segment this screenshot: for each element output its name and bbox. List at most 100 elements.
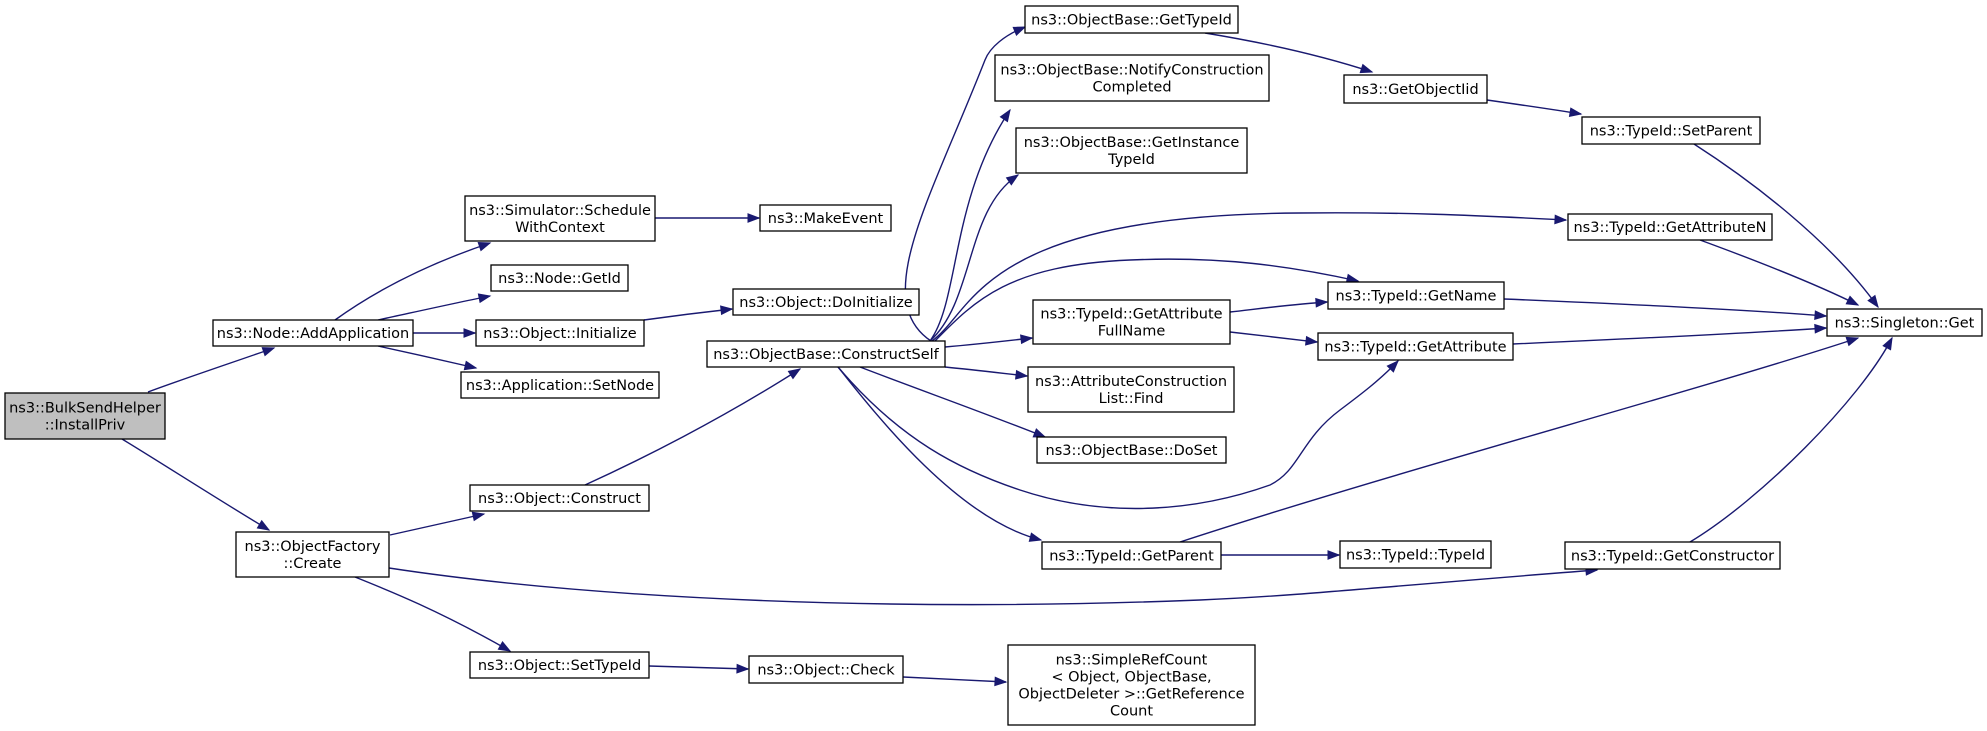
edge-constructSelf-to-getAttr xyxy=(837,359,1399,510)
arrow-head-icon xyxy=(497,641,512,652)
call-graph-nodes: ns3::BulkSendHelper::InstallPriv ns3::Nod… xyxy=(4,5,1983,726)
node-label-line: ns3::Object::DoInitialize xyxy=(739,295,913,311)
node-box xyxy=(464,195,656,242)
graph-node-getParent[interactable]: ns3::TypeId::GetParent xyxy=(1041,541,1222,570)
edge-schedCtx-to-makeEvent xyxy=(655,213,761,223)
graph-node-doInit[interactable]: ns3::Object::DoInitialize xyxy=(732,288,920,316)
node-box xyxy=(212,319,414,347)
arrow-head-icon xyxy=(720,305,734,316)
node-label-line: ns3::Simulator::Schedule xyxy=(469,203,651,219)
arrow-head-icon xyxy=(1020,334,1034,345)
node-label-line: ns3::ObjectBase::GetTypeId xyxy=(1031,12,1232,28)
node-label-line: Completed xyxy=(1092,79,1171,95)
node-box xyxy=(994,54,1270,102)
graph-node-getObjIid[interactable]: ns3::GetObjectIid xyxy=(1343,74,1488,104)
node-label-line: ns3::Singleton::Get xyxy=(1835,315,1975,331)
edge-objConstruct-to-constructSelf xyxy=(584,368,802,486)
arrow-head-icon xyxy=(1305,335,1319,346)
arrow-head-icon xyxy=(1012,26,1027,36)
node-label-line: ns3::ObjectBase::ConstructSelf xyxy=(713,347,939,363)
graph-node-objCheck[interactable]: ns3::Object::Check xyxy=(748,655,904,684)
edge-addApp-to-schedCtx xyxy=(334,242,492,321)
graph-node-root[interactable]: ns3::BulkSendHelper::InstallPriv xyxy=(4,392,166,440)
arrow-head-icon xyxy=(1867,294,1879,309)
edge-objInit-to-doInit xyxy=(643,305,734,321)
node-box xyxy=(4,392,166,440)
graph-node-getAttr[interactable]: ns3::TypeId::GetAttribute xyxy=(1317,332,1514,361)
edge-line xyxy=(1229,301,1328,313)
edge-getAttrFull-to-getName xyxy=(1229,297,1329,313)
arrow-head-icon xyxy=(999,108,1011,123)
edge-addApp-to-objInit xyxy=(413,328,477,338)
edge-factCreate-to-objConstruct xyxy=(389,511,486,536)
graph-node-getCtor[interactable]: ns3::TypeId::GetConstructor xyxy=(1564,541,1781,570)
node-label-line: ::InstallPriv xyxy=(45,417,126,433)
graph-node-notifyCons[interactable]: ns3::ObjectBase::NotifyConstructionCompl… xyxy=(994,54,1270,102)
arrow-head-icon xyxy=(747,213,761,223)
graph-node-obGetTypeId[interactable]: ns3::ObjectBase::GetTypeId xyxy=(1024,5,1239,34)
node-box xyxy=(1339,540,1492,569)
graph-node-factCreate[interactable]: ns3::ObjectFactory::Create xyxy=(235,531,390,578)
arrow-head-icon xyxy=(1327,550,1341,560)
node-label-line: ns3::TypeId::GetAttributeN xyxy=(1573,220,1766,236)
node-label-line: ns3::ObjectBase::NotifyConstruction xyxy=(1000,62,1263,78)
node-box xyxy=(732,288,920,316)
node-label-line: Count xyxy=(1110,703,1153,719)
edge-line xyxy=(929,109,1011,342)
arrow-head-icon xyxy=(994,676,1008,687)
graph-node-getAttrN[interactable]: ns3::TypeId::GetAttributeN xyxy=(1567,213,1773,241)
node-label-line: ns3::TypeId::GetParent xyxy=(1049,548,1214,564)
node-box xyxy=(1032,299,1231,345)
edge-line xyxy=(388,567,1598,606)
edge-getAttr-to-singleton xyxy=(1512,323,1828,345)
graph-node-simpleRef[interactable]: ns3::SimpleRefCount< Object, ObjectBase,… xyxy=(1007,644,1256,726)
edge-getParent-to-tidTypeId xyxy=(1221,550,1341,560)
graph-node-getId[interactable]: ns3::Node::GetId xyxy=(490,264,629,292)
edge-getName-to-singleton xyxy=(1503,298,1828,321)
edge-constructSelf-to-getInstTid xyxy=(929,174,1020,342)
arrow-head-icon xyxy=(261,347,276,357)
arrow-head-icon xyxy=(1015,369,1029,380)
arrow-head-icon xyxy=(1315,297,1329,308)
node-box xyxy=(1826,308,1983,337)
edge-line xyxy=(1512,327,1827,345)
graph-node-appSetNode[interactable]: ns3::Application::SetNode xyxy=(460,371,660,399)
node-label-line: ns3::TypeId::TypeId xyxy=(1346,547,1485,563)
node-label-line: WithContext xyxy=(515,220,605,236)
edge-line xyxy=(334,242,491,321)
node-box xyxy=(1041,541,1222,570)
arrow-head-icon xyxy=(477,293,492,304)
node-box xyxy=(475,319,645,347)
arrow-head-icon xyxy=(477,242,492,252)
node-label-line: TypeId xyxy=(1107,152,1155,168)
edge-root-to-addApp xyxy=(147,347,276,393)
node-label-line: ns3::Object::Initialize xyxy=(483,326,636,342)
node-label-line: ns3::TypeId::GetAttribute xyxy=(1324,339,1506,355)
graph-node-doSet[interactable]: ns3::ObjectBase::DoSet xyxy=(1036,436,1227,464)
node-label-line: ns3::ObjectFactory xyxy=(245,539,381,555)
edge-getParent-to-singleton xyxy=(1179,336,1860,543)
node-box xyxy=(1015,127,1248,174)
graph-node-addApp[interactable]: ns3::Node::AddApplication xyxy=(212,319,414,347)
edge-getObjIid-to-setParent xyxy=(1486,99,1583,118)
edge-line xyxy=(929,174,1019,342)
graph-node-singleton[interactable]: ns3::Singleton::Get xyxy=(1826,308,1983,337)
edge-line xyxy=(1503,298,1827,317)
node-box xyxy=(706,340,946,368)
node-box xyxy=(1567,213,1773,241)
graph-node-setParent[interactable]: ns3::TypeId::SetParent xyxy=(1581,116,1761,145)
graph-node-tidTypeId[interactable]: ns3::TypeId::TypeId xyxy=(1339,540,1492,569)
graph-node-constructSelf[interactable]: ns3::ObjectBase::ConstructSelf xyxy=(706,340,946,368)
graph-node-getName[interactable]: ns3::TypeId::GetName xyxy=(1327,281,1505,310)
graph-node-objConstruct[interactable]: ns3::Object::Construct xyxy=(469,484,650,512)
edge-line xyxy=(944,337,1033,348)
graph-node-objSetTypeId[interactable]: ns3::Object::SetTypeId xyxy=(469,651,650,679)
graph-node-objInit[interactable]: ns3::Object::Initialize xyxy=(475,319,645,347)
node-label-line: ns3::ObjectBase::GetInstance xyxy=(1024,135,1240,151)
graph-node-makeEvent[interactable]: ns3::MakeEvent xyxy=(759,204,892,232)
edge-line xyxy=(584,368,801,486)
